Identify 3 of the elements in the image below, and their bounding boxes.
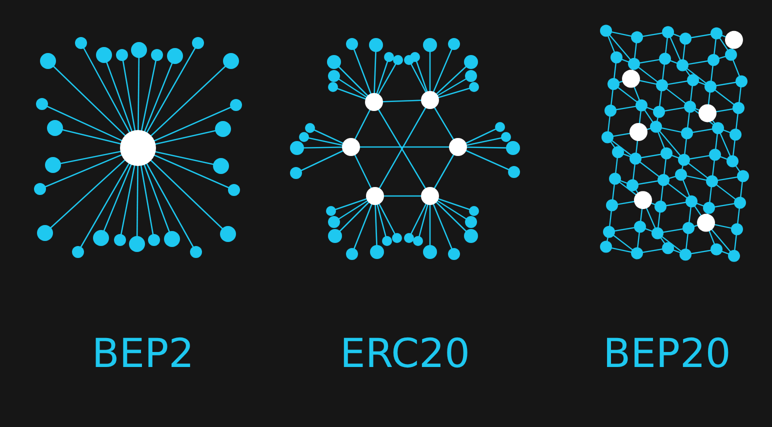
network-label: BEP20 [602, 330, 732, 379]
network-label: ERC20 [339, 330, 471, 379]
network-label: BEP2 [90, 330, 196, 379]
